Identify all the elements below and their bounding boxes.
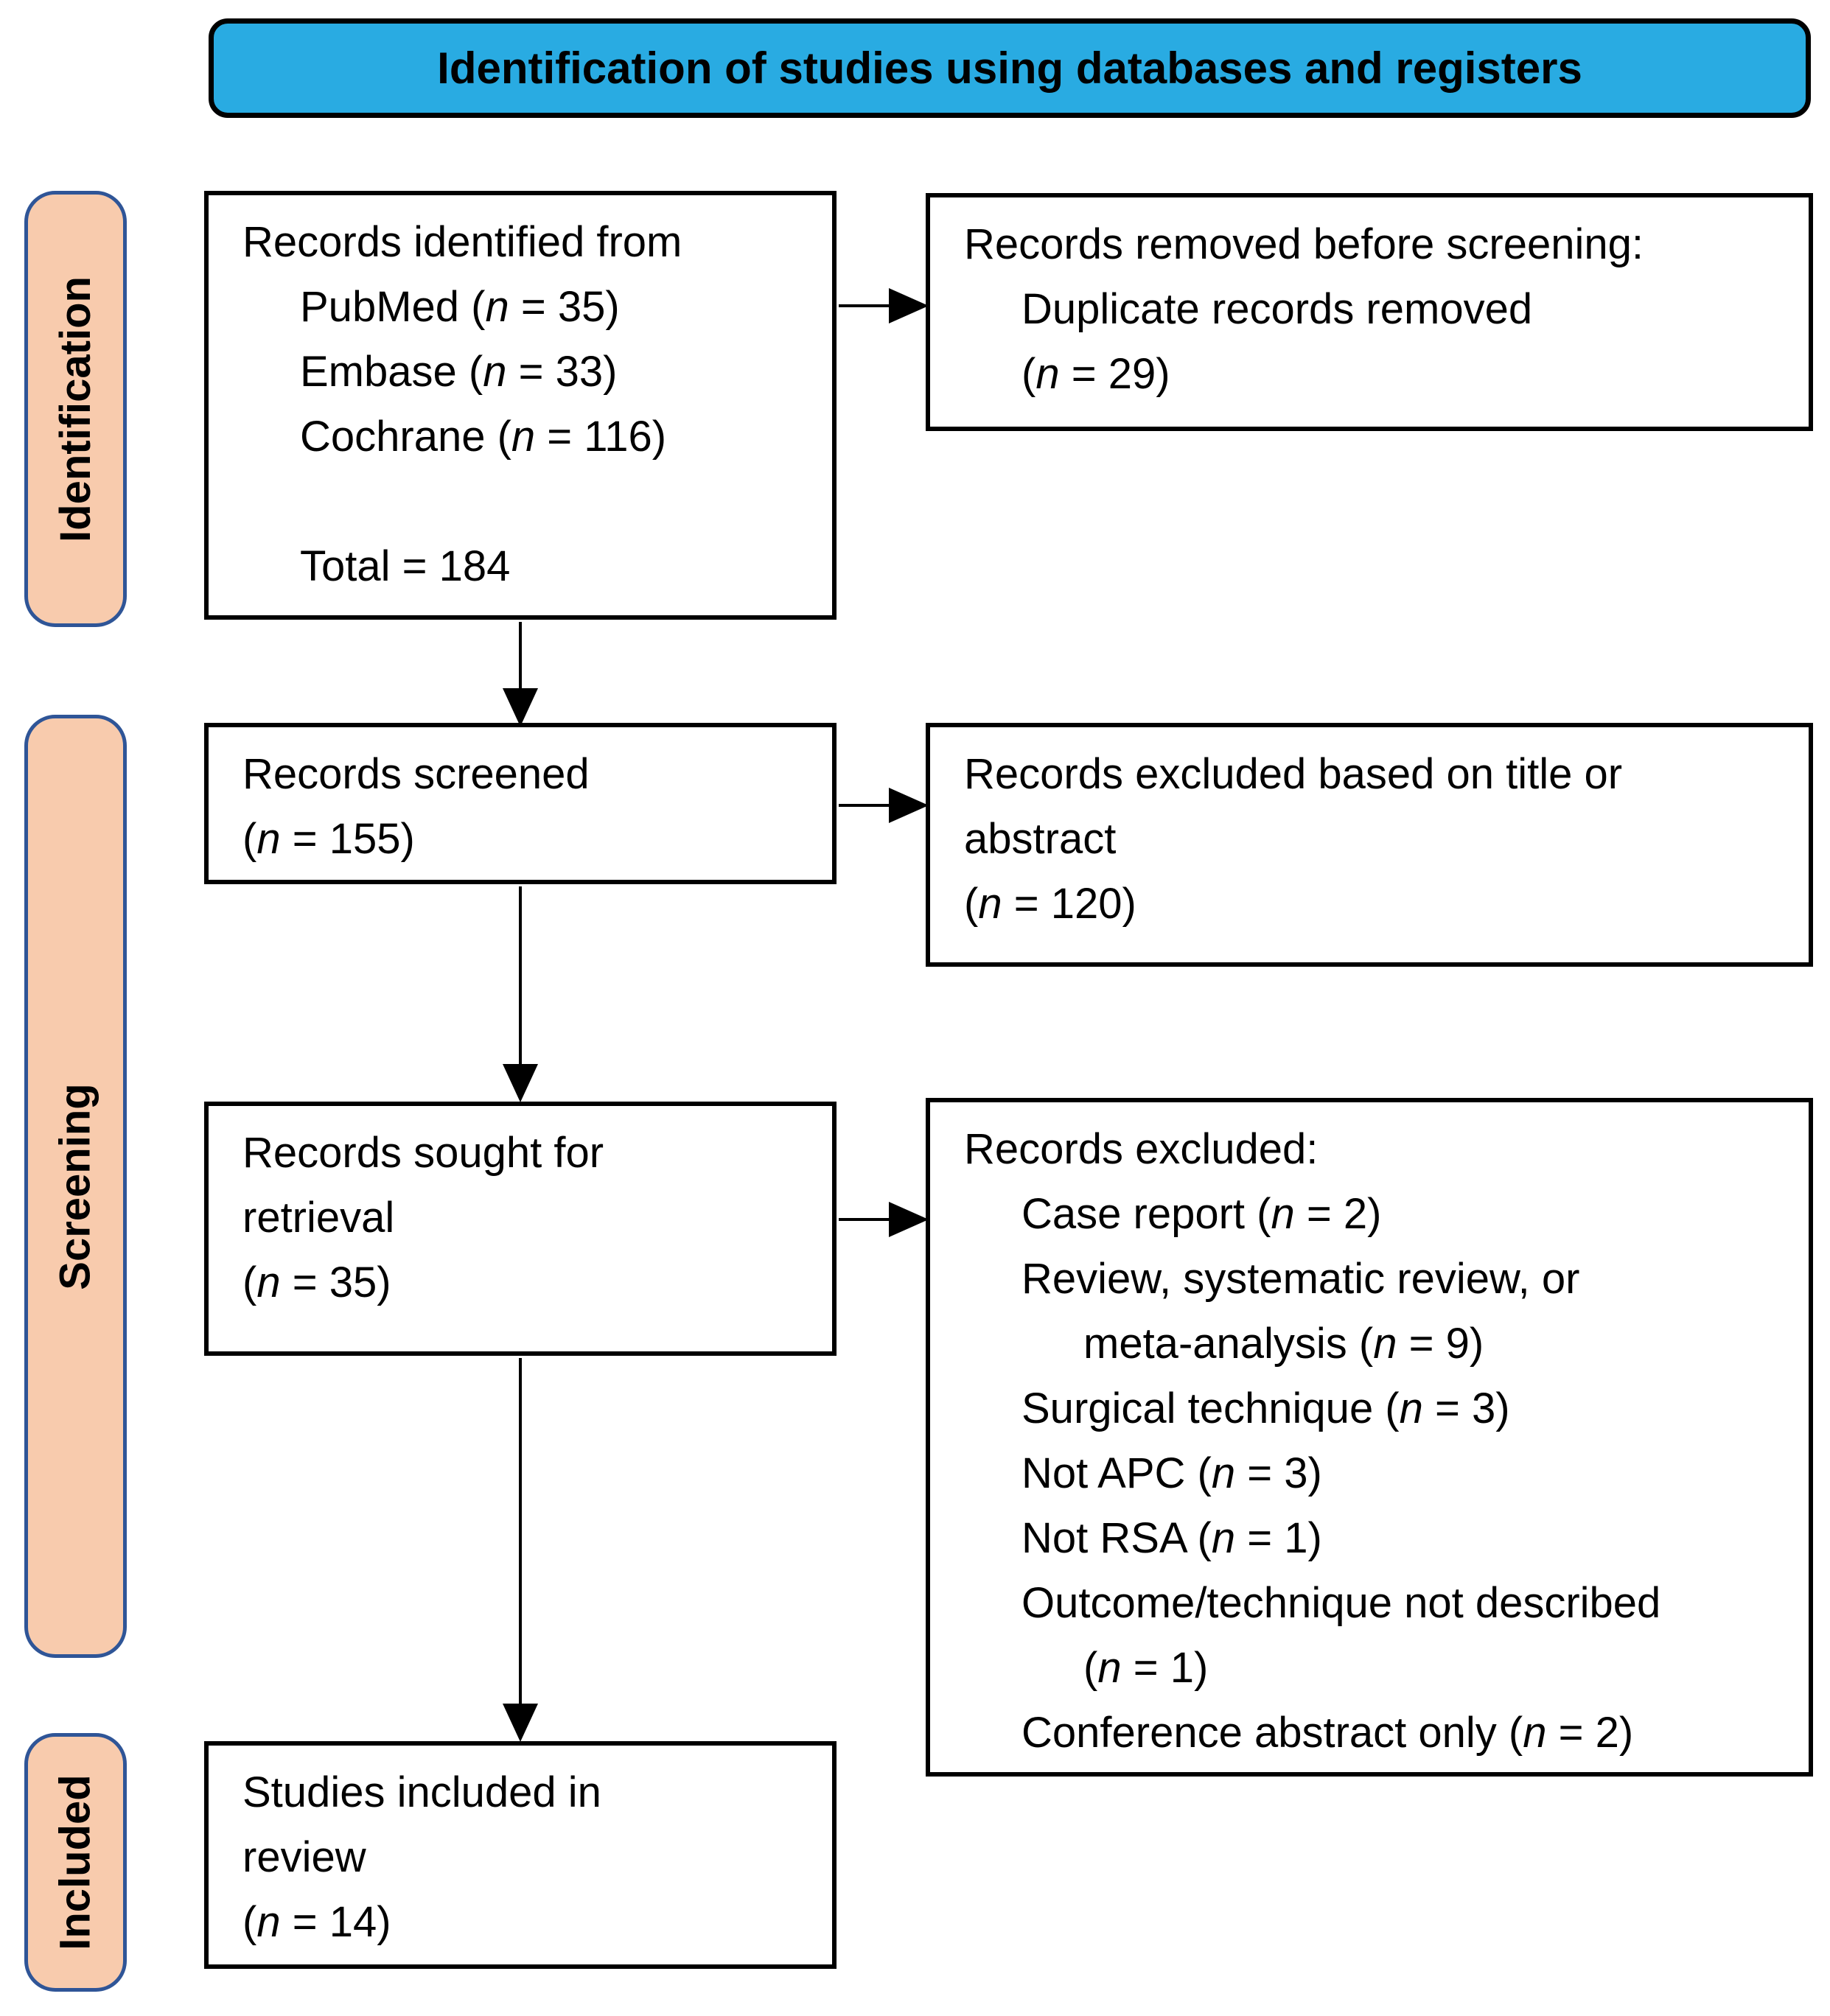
text-line: Case report (n = 2) xyxy=(1021,1190,1382,1238)
text-line: Records sought for xyxy=(242,1129,604,1177)
records-excluded-reasons-box: Records excluded: Case report (n = 2) Revi… xyxy=(926,1098,1813,1777)
records-removed-before-screening-box: Records removed before screening: Duplica… xyxy=(926,193,1813,431)
studies-included-box: Studies included in review (n = 14) xyxy=(204,1741,837,1969)
stage-label-text: Identification xyxy=(52,276,100,542)
stage-label-identification: Identification xyxy=(24,191,127,627)
text-line: Duplicate records removed xyxy=(1021,285,1533,333)
arrow-sought-to-included xyxy=(503,1358,538,1742)
text-line: meta-analysis (n = 9) xyxy=(1083,1320,1484,1368)
text-line: Total = 184 xyxy=(300,542,511,590)
text-line: Surgical technique (n = 3) xyxy=(1021,1385,1510,1432)
text-line: PubMed (n = 35) xyxy=(300,283,620,331)
text-line: Cochrane (n = 116) xyxy=(300,413,667,461)
stage-label-included: Included xyxy=(24,1733,127,1992)
text-line: Embase (n = 33) xyxy=(300,348,618,396)
text-line: (n = 120) xyxy=(964,880,1136,928)
text-line: Not RSA (n = 1) xyxy=(1021,1514,1322,1562)
text-line: Records removed before screening: xyxy=(964,220,1644,268)
text-line: Review, systematic review, or xyxy=(1021,1255,1580,1303)
text-line: Records excluded based on title or xyxy=(964,750,1623,798)
text-line: (n = 14) xyxy=(242,1898,391,1946)
records-excluded-title-abstract-box: Records excluded based on title or abstra… xyxy=(926,723,1813,967)
text-line: (n = 29) xyxy=(1021,350,1170,398)
diagram-title: Identification of studies using database… xyxy=(437,43,1582,93)
text-line: Records screened xyxy=(242,750,590,798)
text-line: Outcome/technique not described xyxy=(1021,1579,1661,1627)
text-line: (n = 155) xyxy=(242,815,415,863)
diagram-title-bar: Identification of studies using database… xyxy=(209,18,1811,118)
text-line xyxy=(242,469,814,534)
text-line: Not APC (n = 3) xyxy=(1021,1449,1322,1497)
arrow-identified-to-removed xyxy=(839,288,929,323)
arrow-sought-to-excluded xyxy=(839,1202,929,1237)
stage-label-text: Included xyxy=(52,1774,99,1950)
text-line: Records excluded: xyxy=(964,1125,1319,1173)
text-line: review xyxy=(242,1833,366,1881)
arrow-identified-to-screened xyxy=(503,622,538,727)
text-line: retrieval xyxy=(242,1194,395,1242)
arrow-screened-to-sought xyxy=(503,886,538,1102)
text-line: (n = 35) xyxy=(242,1259,391,1306)
text-line: Records identified from xyxy=(242,218,682,266)
records-sought-retrieval-box: Records sought for retrieval (n = 35) xyxy=(204,1102,837,1356)
records-screened-box: Records screened (n = 155) xyxy=(204,723,837,884)
text-line: (n = 1) xyxy=(1083,1644,1209,1692)
text-line: abstract xyxy=(964,815,1117,863)
text-line: Conference abstract only (n = 2) xyxy=(1021,1709,1634,1757)
stage-label-text: Screening xyxy=(52,1082,99,1290)
text-line: Studies included in xyxy=(242,1768,601,1816)
arrow-screened-to-excluded xyxy=(839,788,929,823)
stage-label-screening: Screening xyxy=(24,715,127,1658)
